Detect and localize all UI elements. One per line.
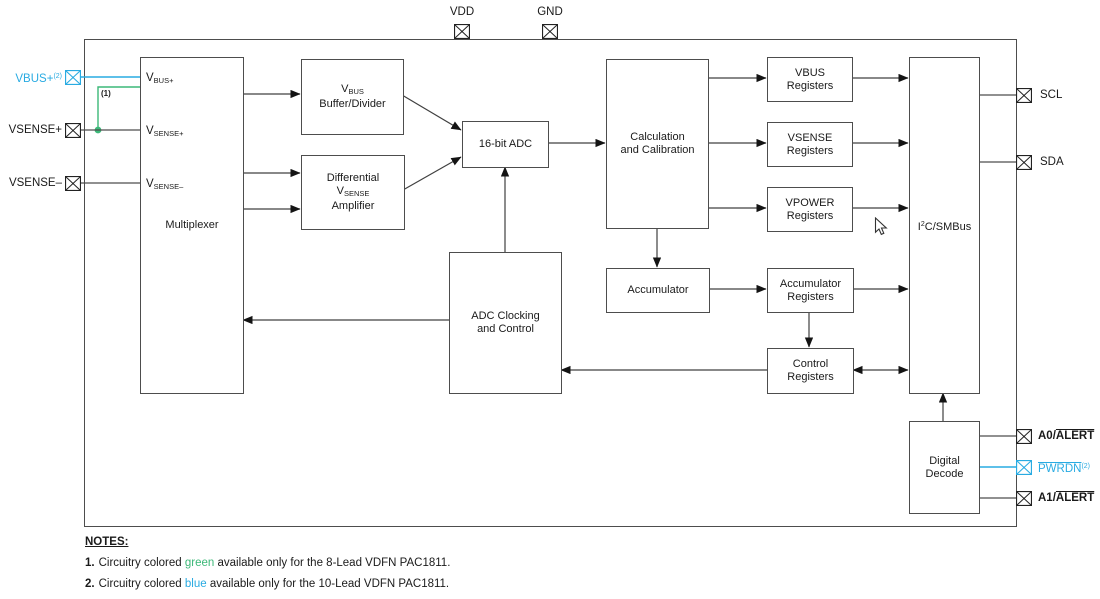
accumulator-registers-label: Accumulator Registers — [779, 277, 842, 303]
amplifier-text: Amplifier — [331, 200, 375, 212]
note-1: 1.Circuitry colored green available only… — [85, 556, 450, 570]
pin-x-icon — [454, 24, 470, 39]
vpower-registers-label: VPOWER Registers — [785, 196, 835, 222]
i2c-sup-text: 2 — [920, 220, 925, 228]
scl-pin — [1016, 88, 1032, 103]
a0-alert-pin — [1016, 429, 1032, 444]
note-2-text-after: available only for the 10-Lead VDFN PAC1… — [206, 578, 450, 590]
note-1-number: 1. — [85, 557, 95, 569]
pin-x-icon — [1016, 429, 1032, 444]
vbus-buffer-divider-label: VBUS Buffer/Divider — [319, 83, 385, 111]
sda-pin-label: SDA — [1040, 156, 1064, 168]
v-text: V — [146, 72, 154, 84]
gnd-pin — [542, 24, 558, 39]
v-sub-text: SENSE — [343, 189, 370, 198]
green-wire-note-ref: (1) — [101, 89, 111, 98]
a0-alert-pin-label: A0/ALERT — [1038, 429, 1094, 443]
pin-x-icon — [1016, 491, 1032, 506]
calculation-calibration-label: Calculation and Calibration — [620, 131, 695, 156]
vbusplus-text: VBUS+ — [15, 73, 54, 85]
vbus-registers-label: VBUS Registers — [786, 66, 834, 92]
v-text: V — [146, 178, 154, 190]
vsenseminus-pin — [65, 176, 81, 191]
control-registers-label: Control Registers — [787, 358, 834, 383]
v-sub-text: SENSE– — [153, 182, 184, 191]
v-text: V — [336, 185, 344, 197]
a0-text: A0/ — [1038, 430, 1056, 442]
pwrdn-overline-text: PWRDN — [1038, 463, 1082, 475]
pin-x-icon — [1016, 460, 1032, 475]
accumulator-label: Accumulator — [627, 284, 689, 296]
pwrdn-pin-label: PWRDN(2) — [1038, 460, 1090, 476]
mux-input-vsense-plus: VSENSE+ — [146, 124, 183, 141]
adc-clocking-control-block: ADC Clocking and Control — [449, 252, 562, 394]
differential-vsense-amplifier-label: Differential VSENSE Amplifier — [327, 172, 379, 213]
mux-input-vbus: VBUS+ — [146, 71, 173, 88]
scl-pin-label: SCL — [1040, 89, 1063, 101]
vdd-pin — [454, 24, 470, 39]
mouse-cursor — [874, 217, 888, 236]
a1-text: A1/ — [1038, 492, 1056, 504]
vbusplus-pin — [65, 70, 81, 85]
vsense-registers-block: VSENSE Registers — [767, 122, 853, 167]
a0-alert-overline-text: ALERT — [1055, 430, 1095, 442]
vbus-registers-block: VBUS Registers — [767, 57, 853, 102]
vsenseplus-pin-label: VSENSE+ — [8, 124, 62, 136]
vbusplus-pin-label: VBUS+(2) — [0, 70, 62, 86]
notes-heading: NOTES: — [85, 536, 129, 548]
adc-clocking-control-label: ADC Clocking and Control — [471, 310, 540, 335]
a1-alert-overline-text: ALERT — [1055, 492, 1095, 504]
chip-boundary-outline — [84, 39, 1017, 527]
gnd-pin-label: GND — [537, 6, 563, 18]
differential-vsense-amplifier-block: Differential VSENSE Amplifier — [301, 155, 405, 230]
a1-alert-pin-label: A1/ALERT — [1038, 491, 1094, 505]
pin-x-icon — [65, 70, 81, 85]
control-registers-block: Control Registers — [767, 348, 854, 394]
vbus-buffer-divider-block: VBUS Buffer/Divider — [301, 59, 404, 135]
calculation-calibration-block: Calculation and Calibration — [606, 59, 709, 229]
note-2: 2.Circuitry colored blue available only … — [85, 577, 449, 591]
adc-label: 16-bit ADC — [478, 138, 533, 150]
accumulator-registers-block: Accumulator Registers — [767, 268, 854, 313]
sda-pin — [1016, 155, 1032, 170]
a1-alert-pin — [1016, 491, 1032, 506]
v-text: V — [341, 83, 349, 95]
i2c-smbus-label: I2C/SMBus — [918, 218, 971, 234]
vdd-pin-label: VDD — [449, 6, 475, 18]
mux-input-vsense-minus: VSENSE– — [146, 177, 183, 194]
c-smbus-text: C/SMBus — [924, 220, 972, 233]
multiplexer-label: Multiplexer — [165, 219, 219, 231]
pin-x-icon — [65, 176, 81, 191]
pin-x-icon — [542, 24, 558, 39]
adc-block: 16-bit ADC — [462, 121, 549, 168]
vbusplus-note-ref: (2) — [53, 73, 62, 80]
accumulator-block: Accumulator — [606, 268, 710, 313]
vsenseminus-pin-label: VSENSE– — [8, 177, 62, 189]
digital-decode-block: Digital Decode — [909, 421, 980, 514]
pwrdn-pin — [1016, 460, 1032, 475]
note-2-number: 2. — [85, 578, 95, 590]
pwrdn-note-ref: (2) — [1081, 463, 1091, 470]
note-1-text-after: available only for the 8-Lead VDFN PAC18… — [214, 557, 451, 569]
buffer-divider-text: Buffer/Divider — [319, 98, 386, 110]
v-sub-text: SENSE+ — [153, 129, 184, 138]
v-sub-text: BUS+ — [153, 76, 174, 85]
note-1-colored-word: green — [184, 557, 215, 569]
v-text: V — [146, 125, 154, 137]
note-2-text: Circuitry colored — [98, 578, 185, 590]
note-1-text: Circuitry colored — [98, 557, 185, 569]
vsenseplus-pin — [65, 123, 81, 138]
digital-decode-label: Digital Decode — [925, 454, 964, 480]
vsense-registers-label: VSENSE Registers — [786, 131, 834, 157]
i-text: I — [917, 220, 921, 233]
multiplexer-block: VBUS+ VSENSE+ VSENSE– Multiplexer — [140, 57, 244, 394]
pin-x-icon — [65, 123, 81, 138]
vpower-registers-block: VPOWER Registers — [767, 187, 853, 232]
i2c-smbus-block: I2C/SMBus — [909, 57, 980, 394]
pin-x-icon — [1016, 155, 1032, 170]
pin-x-icon — [1016, 88, 1032, 103]
note-2-colored-word: blue — [184, 578, 207, 590]
differential-text: Differential — [326, 172, 380, 184]
v-sub-text: BUS — [348, 87, 364, 96]
